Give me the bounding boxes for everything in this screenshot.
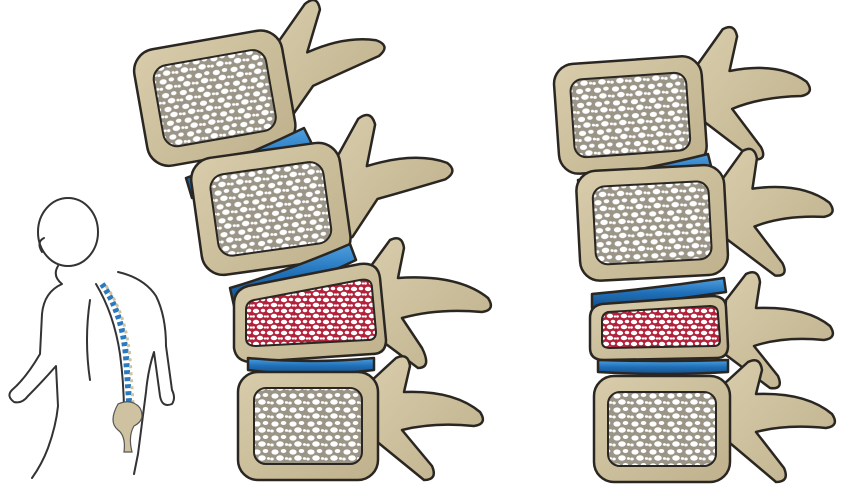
right-spine-column: [551, 22, 836, 482]
spinous-process: [368, 238, 491, 368]
trabecular-bone: [608, 392, 716, 466]
fractured-trabecular-bone: [602, 306, 720, 348]
spinous-process: [695, 22, 815, 163]
trabecular-bone: [570, 72, 691, 158]
figure-head: [38, 198, 98, 266]
left-vertebra-4: [238, 356, 483, 480]
right-vertebra-1: [551, 22, 815, 175]
trabecular-bone: [592, 181, 712, 265]
right-disc-3: [598, 360, 728, 374]
right-vertebra-4: [594, 360, 835, 482]
trabecular-bone: [209, 160, 333, 257]
human-figure: [9, 198, 174, 478]
left-spine-column: [127, 0, 491, 480]
spinous-process: [370, 356, 483, 480]
trabecular-bone: [254, 388, 362, 464]
figure-body-outline: [9, 266, 174, 478]
figure-pelvis: [113, 402, 142, 452]
spinous-process: [718, 145, 835, 279]
figure-front-line: [87, 300, 90, 380]
